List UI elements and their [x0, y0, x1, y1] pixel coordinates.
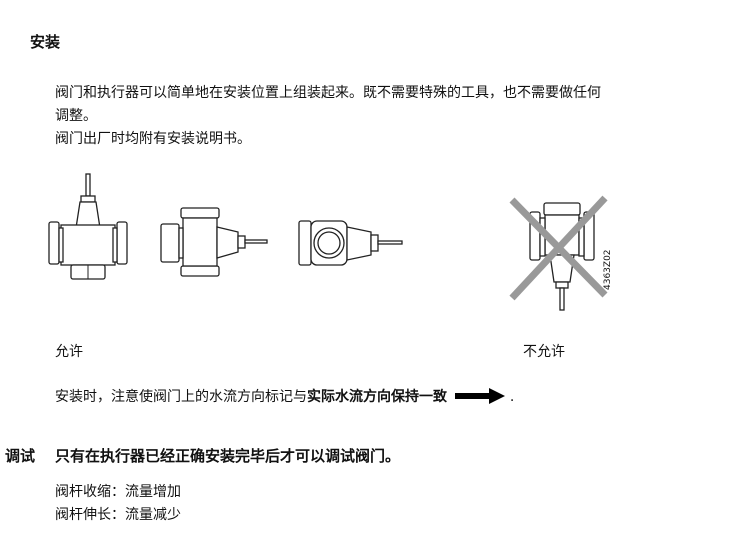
install-paragraph-line1: 阀门和执行器可以简单地在安装位置上组装起来。既不需要特殊的工具，也不需要做任何 — [55, 85, 601, 101]
figure-code: 4363Z02 — [603, 249, 613, 290]
stem-extend-line: 阀杆伸长：流量减少 — [55, 507, 181, 523]
commissioning-statement: 只有在执行器已经正确安装完毕后才可以调试阀门。 — [55, 447, 401, 465]
flow-note-bold-text: 实际水流方向保持一致 — [307, 389, 447, 405]
not-allowed-label: 不允许 — [523, 344, 565, 360]
install-paragraph-line3: 阀门出厂时均附有安装说明书。 — [55, 131, 251, 147]
commissioning-heading: 调试 — [5, 447, 36, 465]
valve-horizontal-illustration — [160, 207, 268, 277]
install-heading: 安装 — [30, 33, 61, 51]
flow-note-text: 安装时，注意使阀门上的水流方向标记与 — [55, 389, 307, 405]
flow-direction-note: 安装时，注意使阀门上的水流方向标记与实际水流方向保持一致 . — [55, 387, 514, 407]
valve-end-view-illustration — [298, 220, 403, 266]
install-paragraph-line2: 调整。 — [55, 108, 97, 124]
valve-stem-down-not-allowed-illustration — [509, 195, 608, 311]
cross-mark-line — [509, 195, 608, 301]
arrow-right-icon — [455, 388, 506, 404]
valve-stem-up-illustration — [48, 173, 128, 280]
flow-note-end: . — [509, 389, 515, 405]
stem-retract-line: 阀杆收缩：流量增加 — [55, 484, 181, 500]
allowed-label: 允许 — [55, 344, 83, 360]
